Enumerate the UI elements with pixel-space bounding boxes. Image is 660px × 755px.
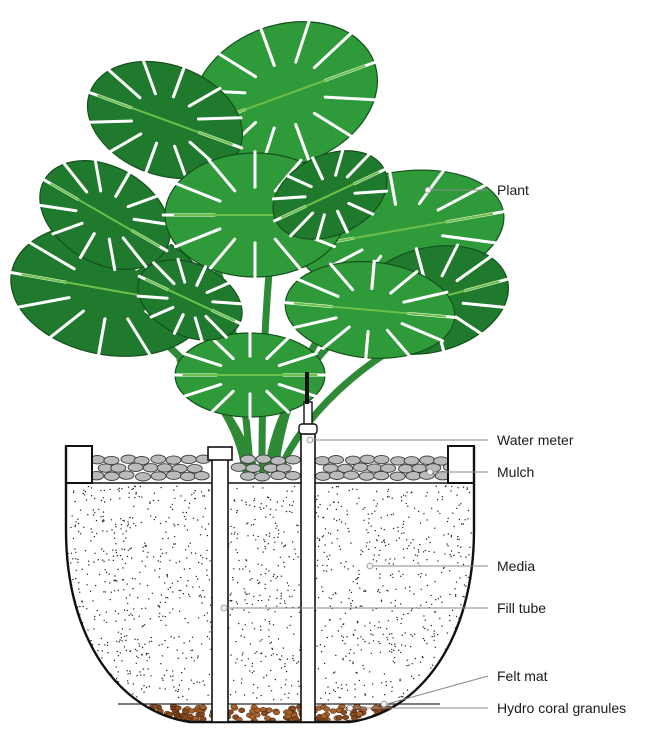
pebble — [194, 472, 209, 480]
pebble — [180, 472, 195, 480]
pebble — [157, 464, 172, 472]
fill-tube — [208, 447, 232, 722]
pebble — [271, 471, 286, 479]
plant — [0, 0, 523, 470]
pebble — [359, 472, 374, 480]
pebble — [285, 456, 300, 464]
pebble — [391, 457, 406, 465]
label-granules: Hydro coral granules — [497, 700, 626, 716]
pebble — [151, 472, 166, 480]
pebble — [241, 455, 256, 463]
pebble — [136, 473, 151, 481]
pebble — [255, 473, 270, 481]
pebble — [121, 455, 136, 463]
label-mulch: Mulch — [497, 464, 534, 480]
water-meter — [299, 372, 317, 722]
pebble — [285, 472, 300, 480]
pebble — [374, 455, 389, 463]
label-felt-mat: Felt mat — [497, 668, 548, 684]
pebble — [404, 457, 419, 465]
pebble — [104, 472, 119, 480]
pebble — [256, 455, 271, 463]
pebble — [406, 472, 421, 480]
pebble — [104, 456, 119, 464]
pebble — [128, 463, 143, 471]
pebble — [420, 456, 435, 464]
pebble — [181, 455, 196, 463]
pot-interior — [60, 483, 480, 728]
pebble — [390, 472, 405, 480]
pebble — [246, 464, 261, 472]
pebble — [353, 463, 368, 471]
label-media: Media — [497, 558, 535, 574]
pebble — [360, 455, 375, 463]
pebble — [143, 464, 158, 472]
pebble — [329, 456, 344, 464]
pebble — [231, 463, 246, 471]
mulch-pebbles — [89, 455, 459, 481]
pebble — [329, 471, 344, 479]
plant-leaves — [0, 0, 523, 418]
pebble — [374, 471, 389, 479]
pebble — [119, 471, 134, 479]
pebble — [315, 457, 330, 465]
pebble — [166, 471, 181, 479]
callout-water-meter: Water meter — [307, 432, 574, 448]
pebble — [316, 472, 331, 480]
label-water-meter: Water meter — [497, 432, 574, 448]
pebble — [166, 456, 181, 464]
pebble — [151, 455, 166, 463]
pebble — [241, 472, 256, 480]
pebble — [344, 471, 359, 479]
label-plant: Plant — [497, 182, 529, 198]
label-fill-tube: Fill tube — [497, 600, 546, 616]
